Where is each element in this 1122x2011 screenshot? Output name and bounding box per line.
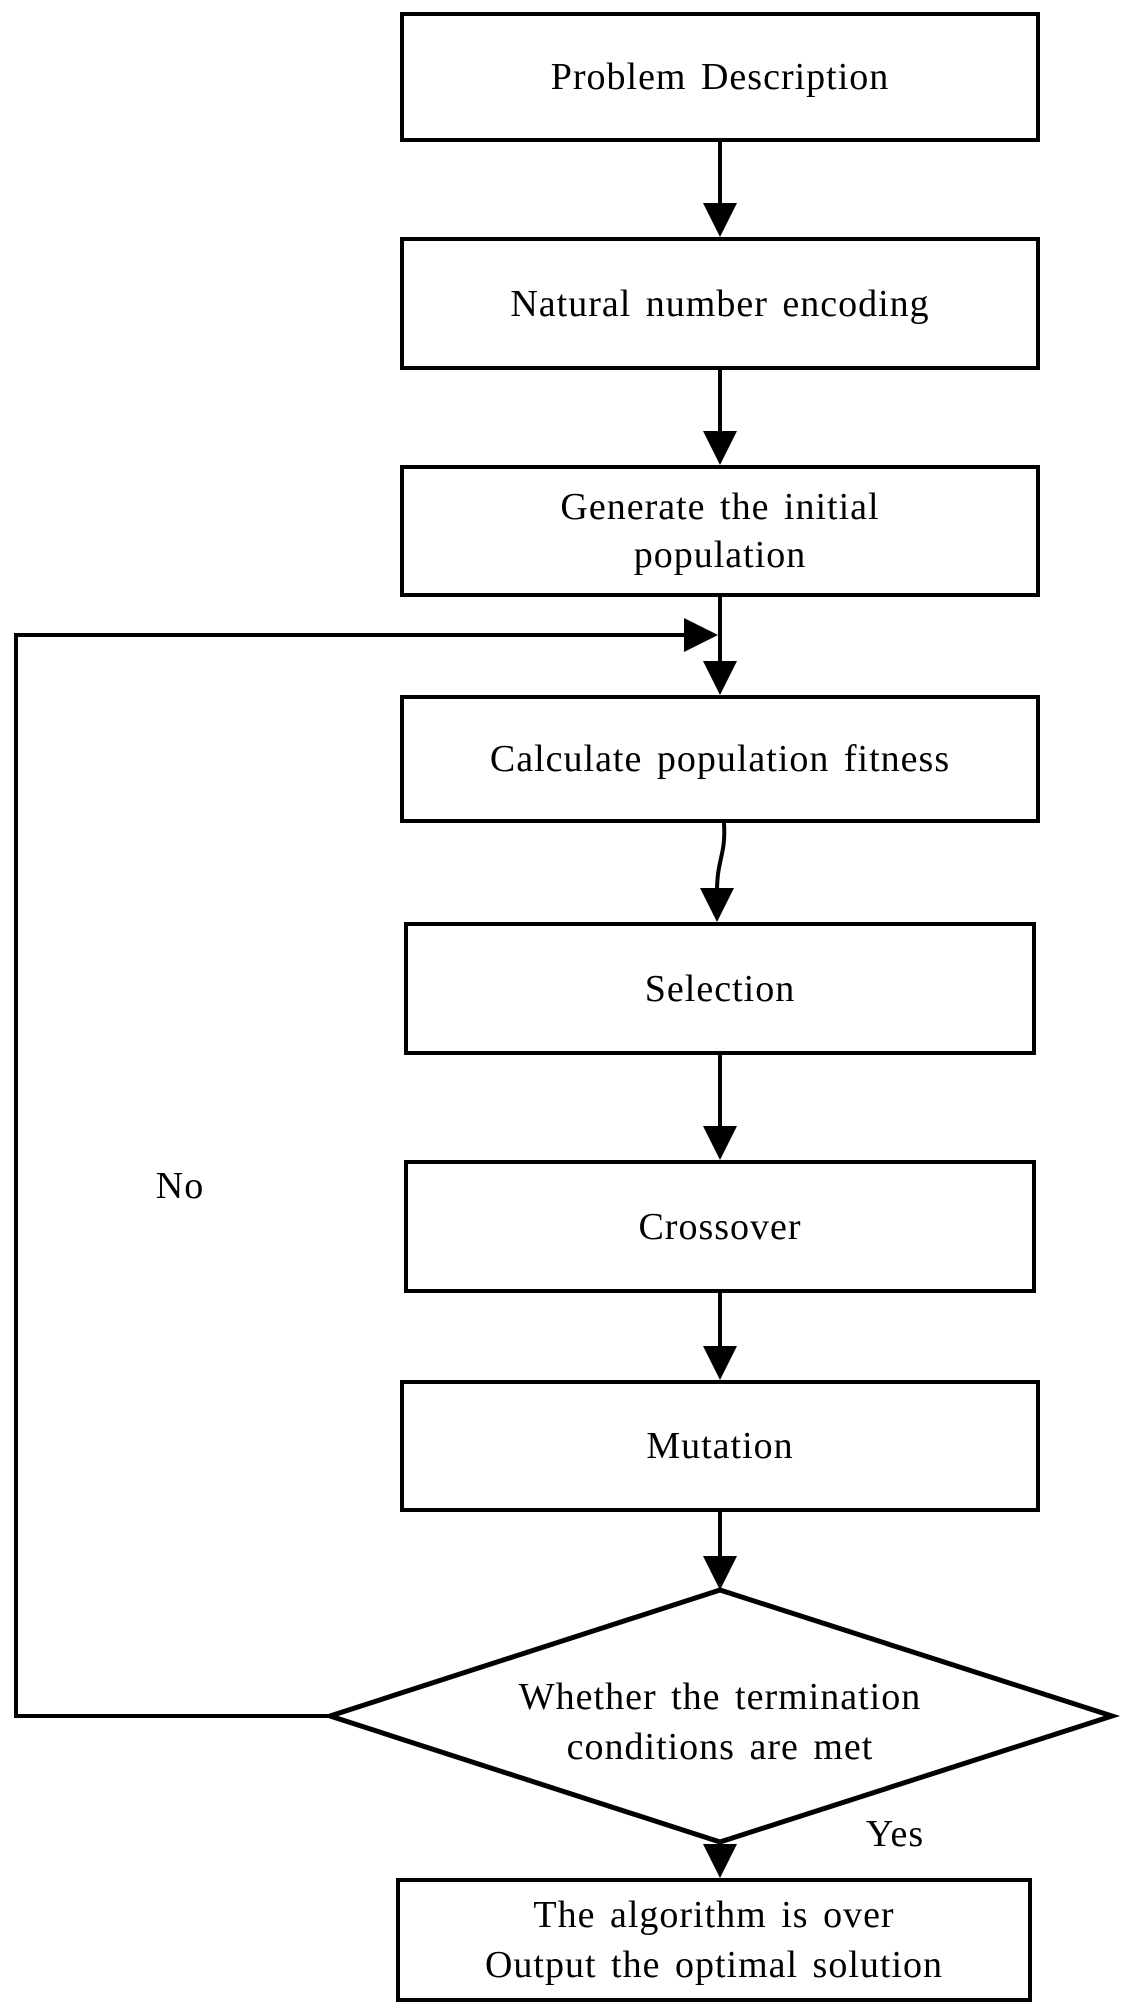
flow-box-selection: Selection bbox=[404, 922, 1036, 1055]
flow-box-natural-number-encoding-label: Natural number encoding bbox=[510, 282, 930, 325]
arrow-fitness-to-selection-head-icon bbox=[700, 888, 734, 922]
flow-box-algorithm-over-output: The algorithm is over Output the optimal… bbox=[396, 1878, 1032, 2002]
arrow-encoding-to-generate-head-icon bbox=[703, 431, 737, 465]
flow-box-crossover: Crossover bbox=[404, 1160, 1036, 1293]
flow-box-generate-initial-population-line1: Generate the initial bbox=[560, 486, 880, 528]
flow-box-problem-description-label: Problem Description bbox=[550, 56, 890, 98]
flow-box-calculate-population-fitness-label: Calculate population fitness bbox=[489, 738, 951, 780]
no-loop-head-icon bbox=[684, 618, 718, 652]
decision-diamond-line1: Whether the termination bbox=[518, 1676, 922, 1718]
flow-box-algorithm-over-line1: The algorithm is over bbox=[533, 1894, 895, 1936]
flow-box-problem-description: Problem Description bbox=[400, 12, 1040, 142]
decision-diamond-line2: conditions are met bbox=[566, 1726, 874, 1768]
arrow-fitness-to-selection-line bbox=[715, 822, 727, 893]
flow-box-calculate-population-fitness: Calculate population fitness bbox=[400, 695, 1040, 823]
edge-label-yes: Yes bbox=[865, 1813, 925, 1855]
flow-box-generate-initial-population: Generate the initial population bbox=[400, 465, 1040, 597]
flow-box-mutation: Mutation bbox=[400, 1380, 1040, 1512]
no-loop-line bbox=[14, 633, 686, 1718]
edge-label-no: No bbox=[155, 1165, 205, 1207]
arrow-problem-to-encoding-head-icon bbox=[703, 203, 737, 237]
flow-box-mutation-label: Mutation bbox=[646, 1425, 794, 1467]
arrow-selection-to-crossover-head-icon bbox=[703, 1126, 737, 1160]
flow-box-natural-number-encoding: Natural number encoding bbox=[400, 237, 1040, 370]
arrow-crossover-to-mutation-head-icon bbox=[703, 1346, 737, 1380]
arrow-decision-to-output-head-icon bbox=[703, 1844, 737, 1878]
decision-diamond-text: Whether the termination conditions are m… bbox=[420, 1668, 1020, 1776]
arrow-mutation-to-decision-head-icon bbox=[703, 1556, 737, 1590]
arrow-generate-to-fitness-head-icon bbox=[703, 661, 737, 695]
flow-box-crossover-label: Crossover bbox=[638, 1205, 802, 1248]
flow-box-generate-initial-population-line2: population bbox=[633, 534, 807, 576]
flow-box-algorithm-over-line2: Output the optimal solution bbox=[484, 1944, 944, 1986]
flow-box-selection-label: Selection bbox=[644, 967, 796, 1010]
